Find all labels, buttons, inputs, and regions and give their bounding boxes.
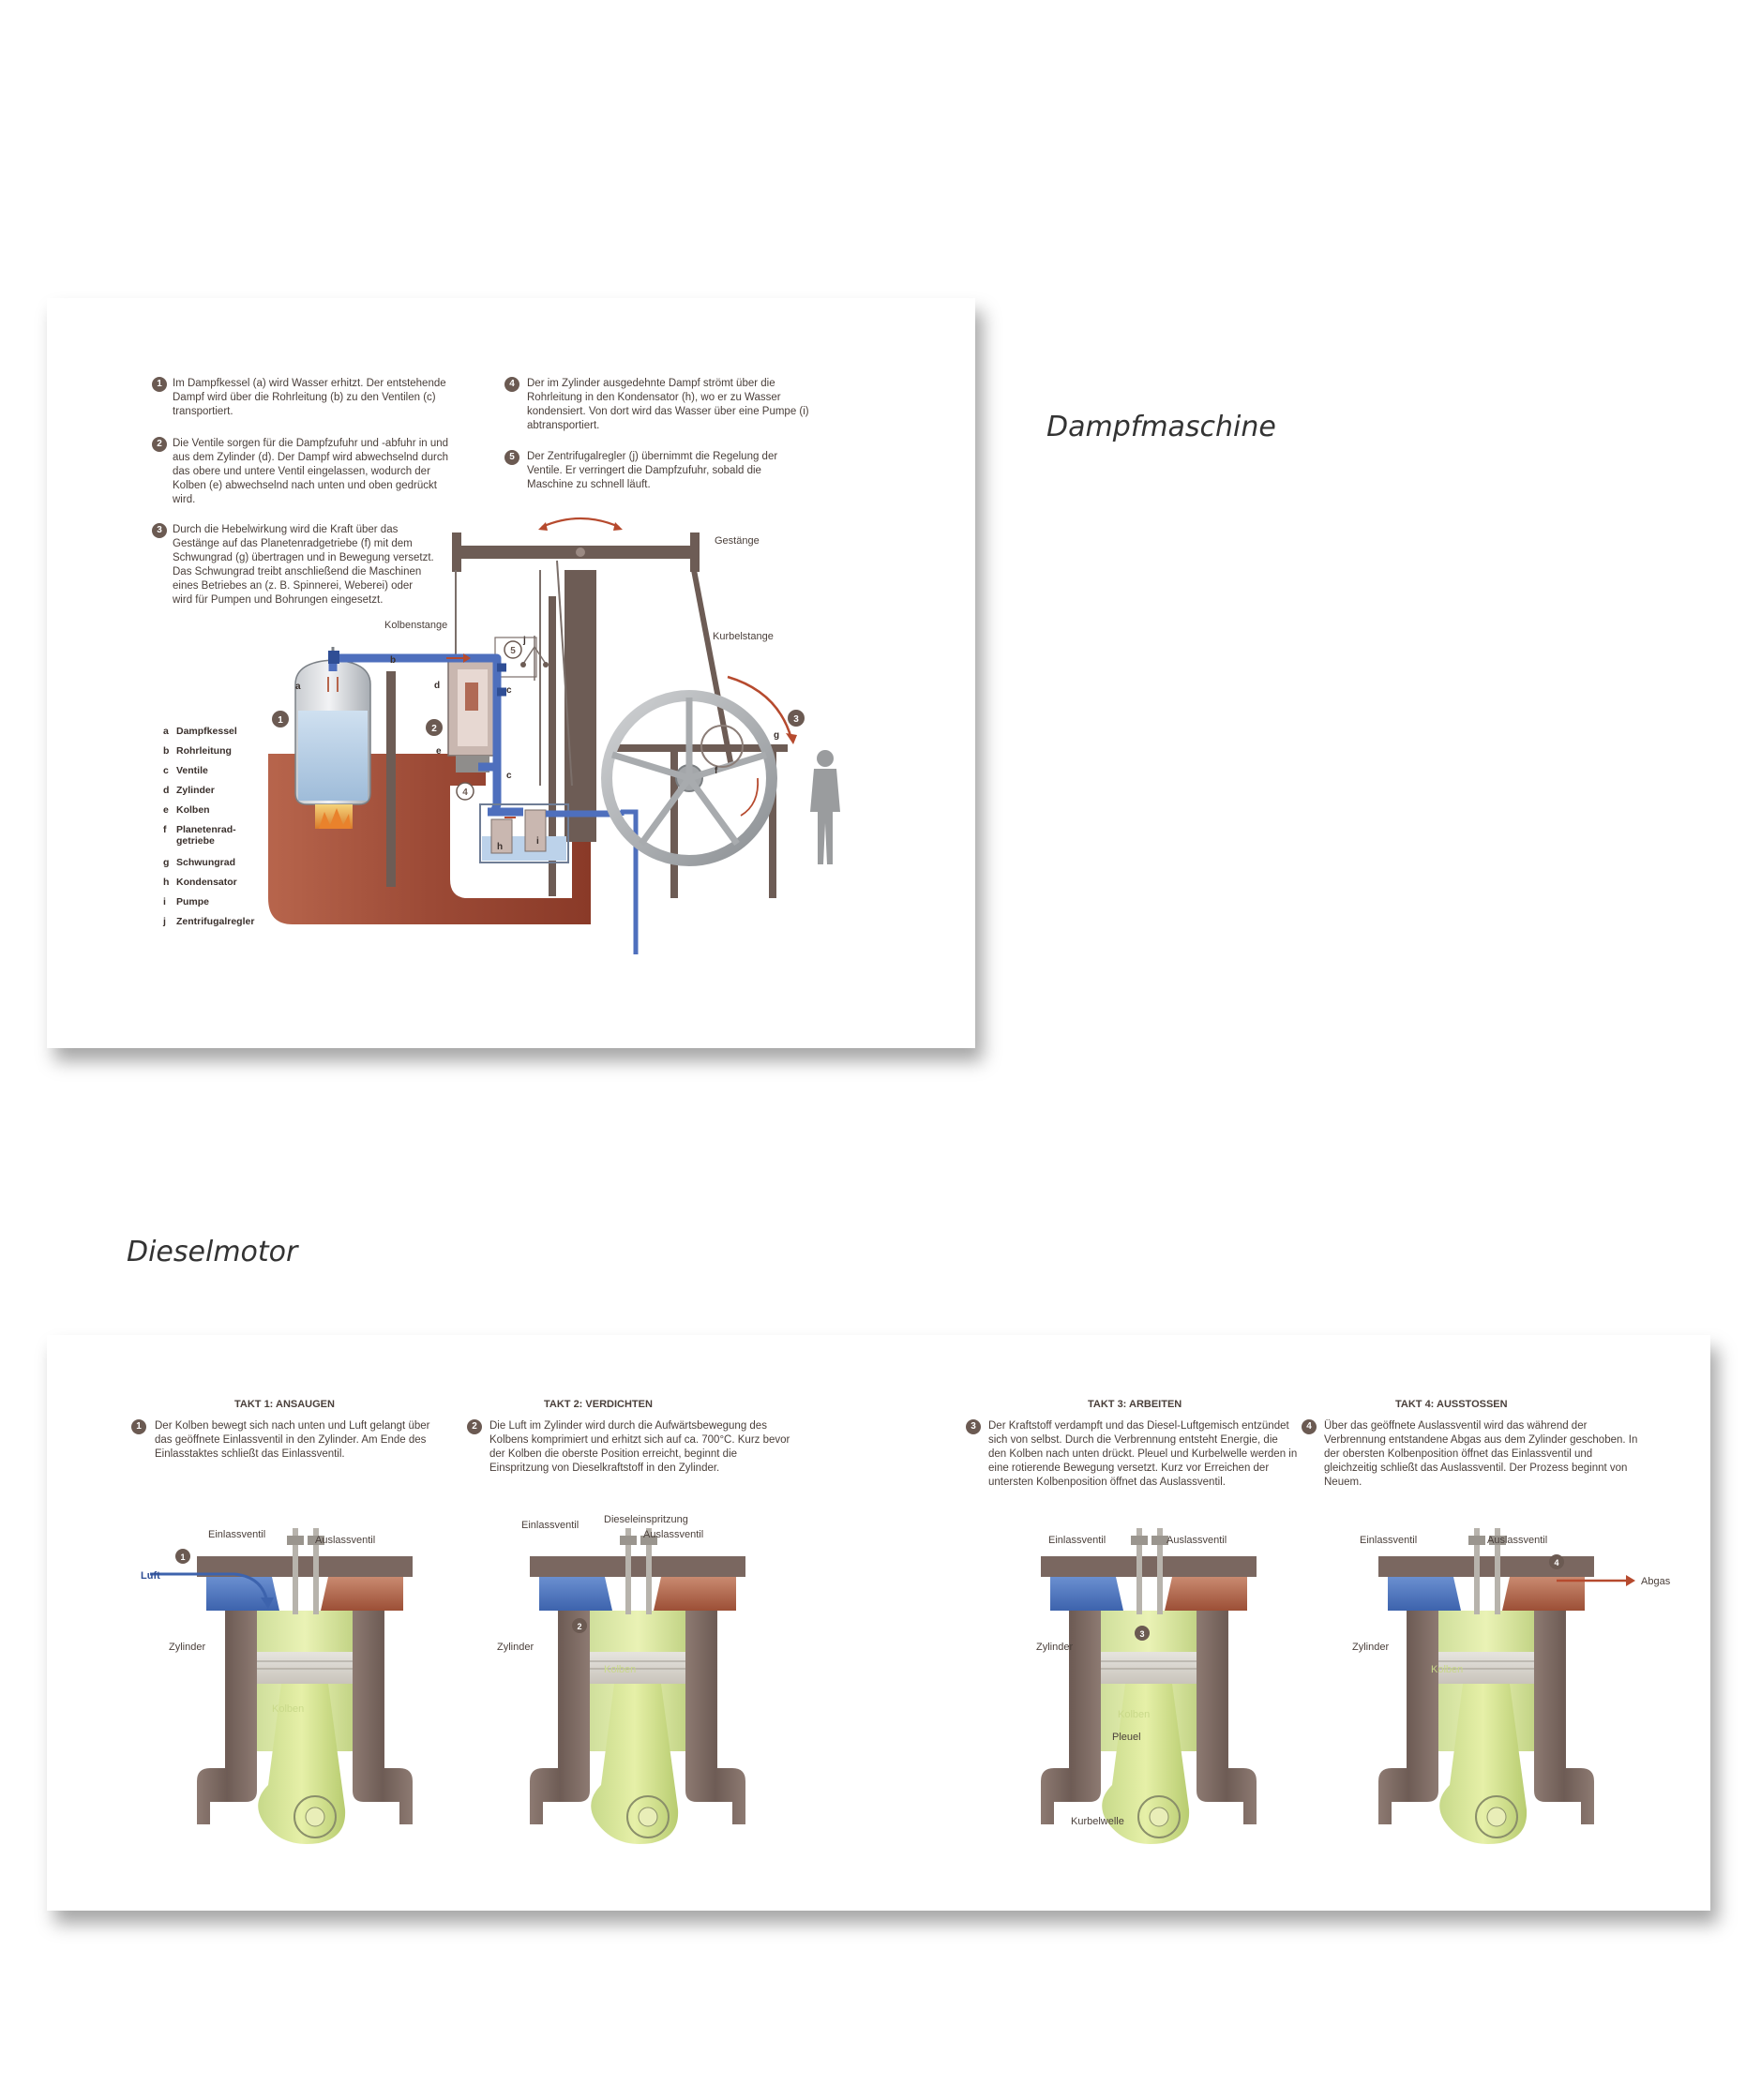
- label-zylinder: Zylinder: [497, 1642, 534, 1653]
- engine-stroke-2: [529, 1527, 746, 1845]
- flywheel: [601, 690, 777, 866]
- svg-text:4: 4: [462, 788, 468, 798]
- label-c: c: [506, 685, 512, 696]
- label-zylinder: Zylinder: [1036, 1642, 1073, 1653]
- step-text: Durch die Hebelwirkung wird die Kraft üb…: [173, 524, 434, 606]
- label-einlassventil: Einlassventil: [1360, 1535, 1417, 1546]
- marker-5: 5: [504, 640, 522, 659]
- label-abgas: Abgas: [1641, 1576, 1671, 1587]
- label-auslassventil: Auslassventil: [643, 1529, 703, 1540]
- diesel-illustrations: Einlassventil Auslassventil Zylinder Luf…: [141, 1514, 1671, 1845]
- stroke-title: TAKT 4: AUSSTOSSEN: [1395, 1399, 1508, 1410]
- label-kolben: Kolben: [272, 1703, 304, 1715]
- label-c2: c: [506, 771, 512, 781]
- stroke-text: Der Kolben bewegt sich nach unten und Lu…: [155, 1420, 430, 1460]
- diesel-heading: Dieselmotor: [127, 1236, 298, 1268]
- diesel-page: TAKT 1: ANSAUGEN 1 Der Kolben bewegt sic…: [47, 1335, 1710, 1911]
- label-d: d: [434, 681, 440, 691]
- step-number: 1: [131, 1419, 146, 1434]
- stroke-title: TAKT 1: ANSAUGEN: [234, 1399, 335, 1410]
- label-kurbelwelle: Kurbelwelle: [1071, 1816, 1124, 1827]
- label-b: b: [390, 655, 396, 666]
- label-auslassventil: Auslassventil: [1166, 1535, 1227, 1546]
- label-f: f: [715, 766, 718, 776]
- marker-1: 1: [272, 711, 289, 728]
- svg-text:3: 3: [793, 714, 799, 725]
- label-pleuel: Pleuel: [1112, 1732, 1141, 1743]
- step-number: 2: [467, 1419, 482, 1434]
- svg-text:2: 2: [577, 1622, 581, 1631]
- marker-2: 2: [572, 1618, 587, 1633]
- step-text: Der Zentrifugalregler (j) übernimmt die …: [527, 451, 778, 490]
- label-einlassventil: Einlassventil: [208, 1529, 265, 1540]
- stroke-title: TAKT 3: ARBEITEN: [1088, 1399, 1182, 1410]
- label-kolbenstange: Kolbenstange: [384, 620, 447, 631]
- label-kurbelstange: Kurbelstange: [713, 631, 774, 642]
- label-e: e: [436, 746, 442, 757]
- svg-text:3: 3: [1139, 1629, 1144, 1639]
- step-number: 1: [152, 377, 167, 392]
- label-kolben: Kolben: [604, 1664, 636, 1675]
- svg-text:1: 1: [278, 715, 283, 726]
- label-i: i: [536, 836, 539, 847]
- svg-text:5: 5: [510, 646, 516, 656]
- step-number: 2: [152, 437, 167, 452]
- svg-text:2: 2: [431, 724, 437, 734]
- marker-1: 1: [175, 1549, 190, 1564]
- label-dieseleinspritzung: Dieseleinspritzung: [604, 1514, 688, 1525]
- label-gestaenge: Gestänge: [715, 535, 760, 547]
- label-kolben: Kolben: [1118, 1709, 1150, 1720]
- label-j: j: [522, 636, 526, 646]
- steam-engine-illustration: 1 2 3 4 5 a b c c d e f g h i j Gestänge…: [268, 517, 840, 954]
- stroke-text: Über das geöffnete Auslassventil wird da…: [1324, 1420, 1638, 1488]
- step-number: 4: [504, 377, 519, 392]
- step-text: Im Dampfkessel (a) wird Wasser erhitzt. …: [173, 378, 446, 417]
- label-a: a: [295, 682, 301, 692]
- step-number: 4: [1302, 1419, 1317, 1434]
- step-number: 5: [504, 450, 519, 465]
- steam-engine-heading: Dampfmaschine: [1046, 411, 1276, 443]
- marker-4: 4: [456, 782, 474, 801]
- marker-2: 2: [426, 719, 443, 736]
- label-g: g: [774, 730, 779, 741]
- label-zylinder: Zylinder: [169, 1642, 205, 1653]
- engine-stroke-3: [1040, 1527, 1257, 1845]
- label-auslassventil: Auslassventil: [315, 1535, 375, 1546]
- label-kolben: Kolben: [1431, 1664, 1463, 1675]
- engine-stroke-1: [196, 1527, 414, 1845]
- svg-text:4: 4: [1554, 1558, 1558, 1568]
- label-einlassventil: Einlassventil: [1048, 1535, 1106, 1546]
- stroke-text: Der Kraftstoff verdampft und das Diesel-…: [988, 1420, 1298, 1488]
- svg-text:1: 1: [180, 1552, 185, 1562]
- label-einlassventil: Einlassventil: [521, 1520, 579, 1531]
- label-h: h: [497, 842, 503, 852]
- label-auslassventil: Auslassventil: [1487, 1535, 1547, 1546]
- step-text: Der im Zylinder ausgedehnte Dampf strömt…: [527, 378, 809, 431]
- step-number: 3: [152, 523, 167, 538]
- human-silhouette: [810, 750, 840, 864]
- stroke-text: Die Luft im Zylinder wird durch die Aufw…: [489, 1420, 790, 1474]
- label-luft: Luft: [141, 1570, 160, 1582]
- engine-stroke-4: [1377, 1527, 1595, 1845]
- steam-engine-page: 1 Im Dampfkessel (a) wird Wasser erhitzt…: [47, 298, 975, 1048]
- step-text: Die Ventile sorgen für die Dampfzufuhr u…: [173, 438, 449, 505]
- label-zylinder: Zylinder: [1352, 1642, 1389, 1653]
- step-number: 3: [966, 1419, 981, 1434]
- marker-4: 4: [1549, 1554, 1564, 1569]
- marker-3: 3: [788, 710, 805, 727]
- stroke-title: TAKT 2: VERDICHTEN: [544, 1399, 653, 1410]
- marker-3: 3: [1135, 1626, 1150, 1641]
